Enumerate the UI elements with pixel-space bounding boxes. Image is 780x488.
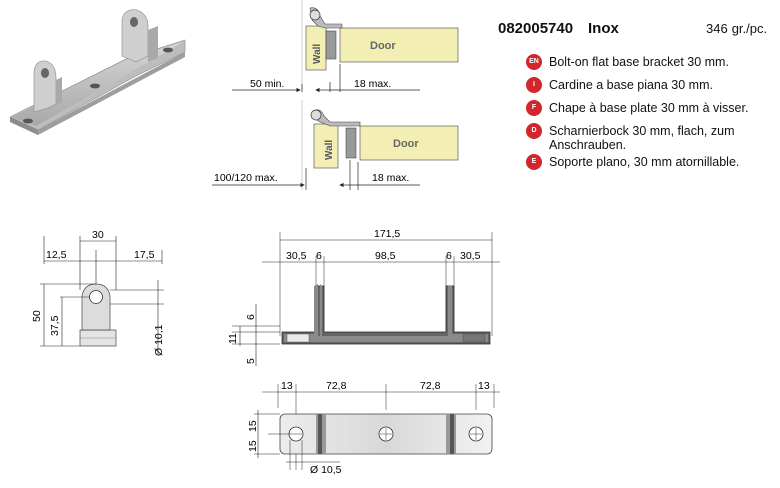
description-item-fr: F Chape à base plate 30 mm à visser. xyxy=(526,100,776,121)
front-thick-left: 6 xyxy=(316,250,322,262)
front-thick-right: 6 xyxy=(446,250,452,262)
description-text-en: Bolt-on flat base bracket 30 mm. xyxy=(549,55,729,69)
plan-edge-left: 13 xyxy=(281,380,293,392)
description-text-es: Soporte plano, 30 mm atornillable. xyxy=(549,155,740,169)
front-low: 5 xyxy=(245,358,257,364)
install-diagram-bottom: Wall Door 100/120 max. 18 max. xyxy=(212,100,459,190)
plan-pitch-right: 72,8 xyxy=(420,380,441,392)
lang-badge-de: D xyxy=(526,123,542,139)
wall-label-top: Wall xyxy=(312,44,323,64)
product-code: 082005740 xyxy=(498,20,574,37)
door-block-top xyxy=(339,27,459,63)
max-label-bottom: 18 max. xyxy=(372,172,409,184)
lang-badge-fr: F xyxy=(526,100,542,116)
description-text-de: Scharnierbock 30 mm, flach, zum Anschrau… xyxy=(549,124,735,152)
door-label-bottom: Door xyxy=(393,138,419,150)
front-center: 98,5 xyxy=(375,250,396,262)
side-mid: 37,5 xyxy=(49,315,61,336)
side-hole: Ø 10,1 xyxy=(153,324,165,356)
lang-badge-it: I xyxy=(526,77,542,93)
front-length: 171,5 xyxy=(374,228,400,240)
front-plate-thick: 6 xyxy=(245,314,257,320)
wall-block-bottom xyxy=(313,123,339,169)
lang-badge-en: EN xyxy=(526,54,542,70)
description-list: EN Bolt-on flat base bracket 30 mm. I Card… xyxy=(526,54,776,178)
description-item-it: I Cardine a base piana 30 mm. xyxy=(526,77,776,98)
plan-edge-right: 13 xyxy=(478,380,490,392)
plan-width-top: 15 xyxy=(247,420,259,432)
description-item-de: D Scharnierbock 30 mm, flach, zum Anschra… xyxy=(526,123,776,152)
front-base: 11 xyxy=(227,333,239,344)
install-diagram-top: Wall Door 50 min. 18 max. xyxy=(232,0,459,93)
side-height: 50 xyxy=(31,310,43,322)
front-right: 30,5 xyxy=(460,250,481,262)
lang-badge-es: E xyxy=(526,154,542,170)
plan-pitch-left: 72,8 xyxy=(326,380,347,392)
side-view: 30 12,5 17,5 50 37,5 Ø 10,1 xyxy=(31,229,165,356)
max-label-top: 18 max. xyxy=(354,78,391,90)
front-view: 171,5 30,5 6 98,5 6 30,5 6 11 5 xyxy=(227,228,500,366)
door-label-top: Door xyxy=(370,40,396,52)
gap-label-bottom: 100/120 max. xyxy=(214,172,278,184)
description-item-en: EN Bolt-on flat base bracket 30 mm. xyxy=(526,54,776,75)
side-right: 17,5 xyxy=(134,249,155,261)
plan-hole: Ø 10,5 xyxy=(310,464,342,476)
front-left: 30,5 xyxy=(286,250,307,262)
gap-label-top: 50 min. xyxy=(250,78,284,90)
weight-value: 346 xyxy=(706,21,728,36)
door-block-bottom xyxy=(359,125,459,161)
description-text-fr: Chape à base plate 30 mm à visser. xyxy=(549,101,749,115)
description-item-es: E Soporte plano, 30 mm atornillable. xyxy=(526,154,776,175)
wall-label-bottom: Wall xyxy=(324,140,335,160)
side-left: 12,5 xyxy=(46,249,67,261)
product-photo xyxy=(9,9,186,135)
weight-unit: gr./pc. xyxy=(731,21,768,36)
side-width: 30 xyxy=(92,229,104,241)
description-text-it: Cardine a base piana 30 mm. xyxy=(549,78,713,92)
plan-width-bottom: 15 xyxy=(247,440,259,452)
product-material: Inox xyxy=(588,20,619,37)
plan-view: 13 72,8 72,8 13 15 15 Ø 10,5 xyxy=(247,380,500,476)
